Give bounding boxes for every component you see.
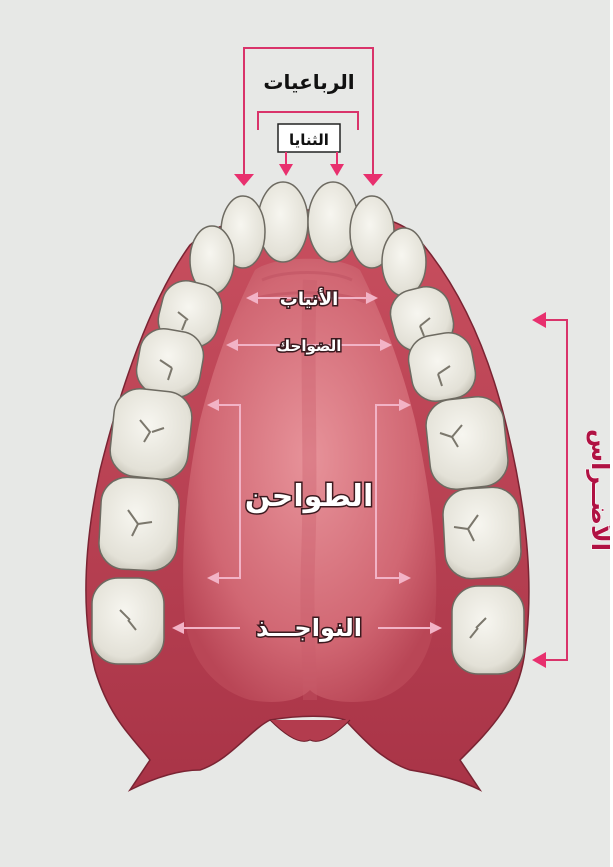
wisdom-teeth-label: النواجـــذ <box>256 614 362 642</box>
arrow-left-icon <box>532 652 546 668</box>
arrow-left-icon <box>532 312 546 328</box>
incisor-tooth <box>258 182 308 262</box>
arrow-down-icon <box>234 174 254 186</box>
molars-bracket <box>540 320 567 660</box>
molar-tooth <box>424 394 511 492</box>
canines-label: الأنياب <box>280 288 339 310</box>
centrals-label: الثنايا <box>289 131 329 149</box>
molar-tooth <box>452 586 524 674</box>
arrow-down-icon <box>363 174 383 186</box>
canine-tooth <box>382 228 426 296</box>
laterals-label: الرباعيات <box>263 70 354 94</box>
molar-tooth <box>108 386 195 482</box>
grinders-label: الطواحن <box>245 479 373 514</box>
arrow-down-icon <box>330 164 344 176</box>
molars-label: الأضــراس <box>586 429 610 551</box>
arrow-down-icon <box>279 164 293 176</box>
soft-palate-flap <box>270 720 350 741</box>
molar-tooth <box>442 486 523 580</box>
premolars-label: الضواحك <box>277 337 342 355</box>
